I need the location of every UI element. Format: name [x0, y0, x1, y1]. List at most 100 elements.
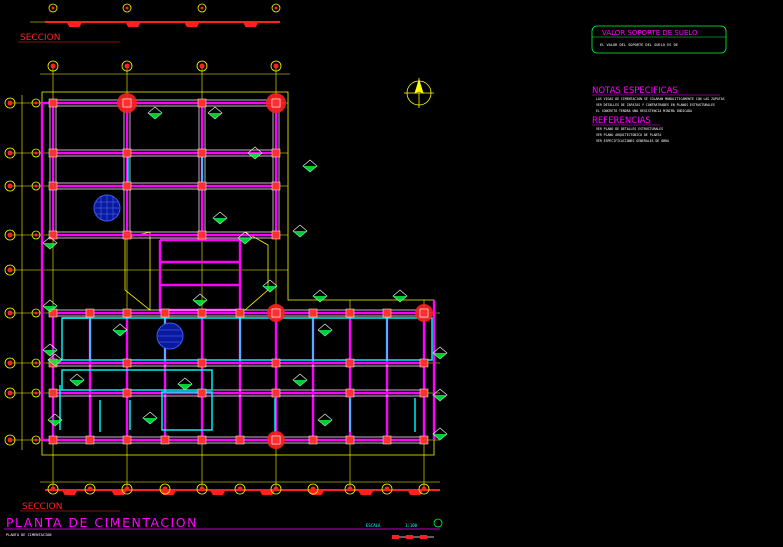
bubble-ring	[344, 483, 356, 495]
column-footing	[48, 98, 58, 108]
column-footing	[271, 308, 281, 318]
column-footing	[419, 388, 429, 398]
column-square	[308, 308, 318, 318]
section-hatch	[183, 22, 200, 27]
column-square	[308, 435, 318, 445]
bubble-ring	[197, 3, 207, 13]
axis-bubble	[344, 483, 356, 495]
column-footing	[419, 308, 429, 318]
bubble-ring	[270, 483, 282, 495]
column-square	[271, 308, 281, 318]
drawing-title: PLANTA DE CIMENTACION	[6, 515, 198, 530]
marker-fill	[318, 330, 332, 336]
column-square	[197, 230, 207, 240]
section-marker	[317, 413, 333, 427]
section-marker	[247, 146, 263, 160]
bubble-fill	[7, 267, 13, 273]
marker-fill	[313, 296, 327, 302]
section-label-bottom: SECCION	[22, 502, 62, 512]
column-footing	[85, 435, 95, 445]
bubble-ring	[271, 3, 281, 13]
marker-fill	[70, 380, 84, 386]
axis-bubble	[381, 483, 393, 495]
column-square	[160, 308, 170, 318]
section-marker	[302, 159, 318, 173]
bubble-ring	[4, 434, 16, 446]
column-square	[271, 98, 281, 108]
marker-fill	[43, 306, 57, 312]
axis-bubble	[31, 148, 41, 158]
section-marker	[292, 373, 308, 387]
axis-bubble	[48, 3, 58, 13]
column-square	[382, 435, 392, 445]
column-square	[419, 435, 429, 445]
column-footing	[345, 358, 355, 368]
bubble-ring	[31, 435, 41, 445]
marker-fill	[43, 243, 57, 249]
bubble-ring	[31, 181, 41, 191]
section-marker	[47, 413, 63, 427]
marker-fill	[263, 286, 277, 292]
bubble-ring	[234, 483, 246, 495]
marker-fill	[303, 166, 317, 172]
column-square	[197, 148, 207, 158]
column-square	[122, 308, 132, 318]
axis-bubble	[4, 387, 16, 399]
bubble-fill	[34, 184, 38, 188]
bubble-ring	[121, 483, 133, 495]
axis-bubble	[121, 483, 133, 495]
axis-bubble	[234, 483, 246, 495]
bubble-ring	[31, 308, 41, 318]
bubble-fill	[347, 486, 353, 492]
column-square	[197, 181, 207, 191]
scale-bar: ESCALA 1:100	[366, 518, 443, 539]
bubble-fill	[7, 183, 13, 189]
column-square	[382, 308, 392, 318]
column-footing	[271, 181, 281, 191]
axis-bubble	[4, 357, 16, 369]
axis-bubble	[4, 229, 16, 241]
column-footing	[122, 181, 132, 191]
section-hatch	[125, 22, 142, 27]
bubble-ring	[31, 98, 41, 108]
marker-fill	[433, 395, 447, 401]
section-hatch	[66, 22, 83, 27]
bubble-fill	[124, 63, 130, 69]
axis-bubble	[270, 483, 282, 495]
column-square	[48, 388, 58, 398]
column-square	[345, 435, 355, 445]
column-footing	[345, 435, 355, 445]
axis-bubble	[196, 483, 208, 495]
column-footing	[122, 435, 132, 445]
column-square	[48, 230, 58, 240]
axis-bubble	[270, 60, 282, 72]
axis-bubble	[4, 97, 16, 109]
bubble-ring	[4, 229, 16, 241]
column-square	[197, 308, 207, 318]
bubble-fill	[124, 486, 130, 492]
axis-bubble	[271, 3, 281, 13]
column-footing	[197, 148, 207, 158]
column-square	[235, 308, 245, 318]
axis-bubble	[84, 483, 96, 495]
column-square	[419, 308, 429, 318]
column-square	[271, 358, 281, 368]
bubble-fill	[199, 486, 205, 492]
section-marker	[69, 373, 85, 387]
bubble-fill	[7, 232, 13, 238]
marker-fill	[113, 330, 127, 336]
column-footing	[48, 230, 58, 240]
bubble-ring	[48, 3, 58, 13]
marker-fill	[393, 296, 407, 302]
bubble-fill	[162, 486, 168, 492]
bubble-fill	[7, 437, 13, 443]
bubble-ring	[4, 264, 16, 276]
bubble-ring	[31, 358, 41, 368]
column-square	[271, 388, 281, 398]
column-square	[345, 388, 355, 398]
soil-bearing-box: VALOR SOPORTE DE SUELO EL VALOR DEL SOPO…	[591, 25, 727, 54]
bubble-fill	[87, 486, 93, 492]
bubble-ring	[4, 147, 16, 159]
axis-bubble	[31, 388, 41, 398]
column-square	[122, 435, 132, 445]
